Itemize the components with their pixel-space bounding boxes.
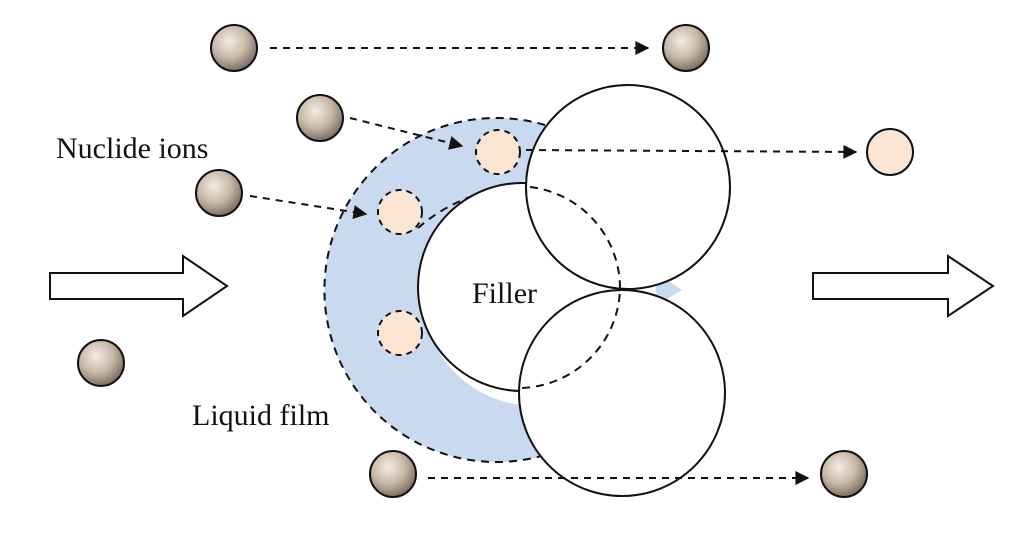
adsorbed-ion-middle [377, 189, 423, 235]
ion-far-left-bottom [77, 339, 125, 387]
liquid-film-outer-boundary [323, 117, 546, 463]
ion-bottom-right [820, 450, 868, 498]
ion-left-middle [195, 169, 243, 217]
flow-arrow-left [49, 254, 229, 318]
ion-top-right [662, 24, 710, 72]
label-liquid-film: Liquid film [192, 399, 330, 432]
ion-exiting-light [866, 128, 914, 176]
trajectory-arrows [249, 41, 858, 485]
ion-second-row [296, 94, 344, 142]
ion-top-left [210, 24, 258, 72]
filler-circle-top-right [525, 84, 731, 290]
label-filler: Filler [472, 277, 537, 310]
label-nuclide-ions: Nuclide ions [56, 132, 208, 165]
adsorbed-ions [377, 129, 521, 356]
flow-arrows [49, 254, 995, 318]
filler-dashed-overlap-arc [519, 186, 622, 389]
trajectory-arrow-to-adsorbed-middle [249, 195, 368, 219]
ion-bottom-left [369, 450, 417, 498]
trajectory-arrow-exit-right [525, 144, 858, 159]
adsorbed-ion-bottom [377, 310, 423, 356]
filler-circle-bottom-right [518, 289, 726, 497]
flow-arrow-right [812, 254, 995, 318]
adsorbed-ion-top [475, 129, 521, 175]
trajectory-arrow-to-adsorbed-top [349, 117, 464, 150]
free-ions [77, 24, 914, 498]
filler-particles [417, 84, 731, 497]
